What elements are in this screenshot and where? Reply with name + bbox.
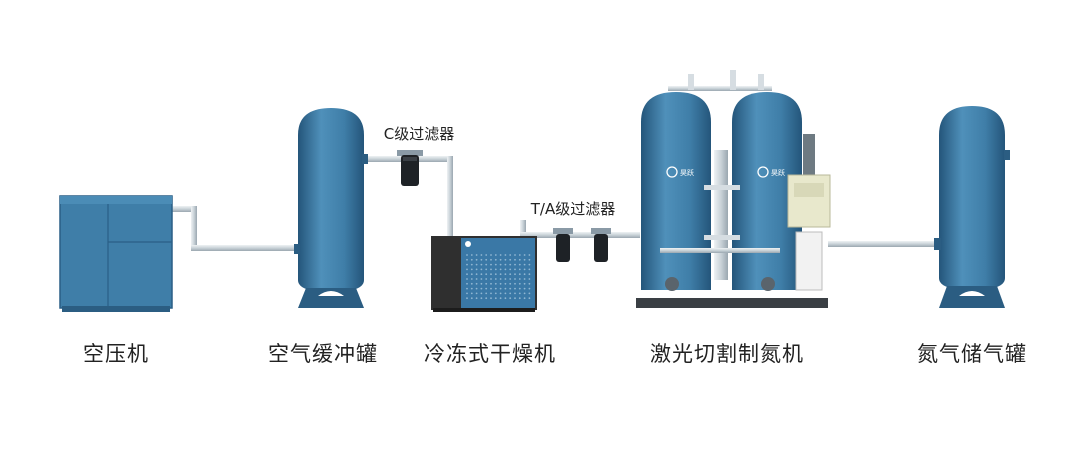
dryer-logo-icon (465, 241, 471, 247)
pipe-segment (828, 241, 936, 247)
tower-logo-right: 昊跃 (757, 166, 785, 178)
pipe-segment (191, 245, 294, 251)
pipe-segment (520, 232, 640, 238)
nitrogen-generator-unit: 昊跃 昊跃 (636, 70, 831, 308)
label-refrigerated-dryer: 冷冻式干燥机 (424, 342, 556, 366)
air-compressor-unit (59, 195, 173, 312)
c-filter-label: C级过滤器 (383, 125, 455, 143)
c-filter-unit (397, 150, 423, 186)
label-air-buffer-tank: 空气缓冲罐 (268, 342, 378, 366)
t-filter-body (556, 234, 570, 262)
label-air-compressor: 空压机 (83, 342, 149, 366)
storage-tank-skirt (939, 286, 1005, 308)
storage-tank-body (939, 106, 1005, 290)
adsorption-tower-right (732, 92, 802, 290)
buffer-tank-body (298, 108, 364, 292)
pipe-segment (172, 206, 196, 212)
nitrogen-storage-tank-unit (934, 106, 1010, 308)
ta-filters-unit (553, 228, 611, 262)
dryer-panel (461, 238, 535, 308)
generator-skid (636, 298, 828, 308)
svg-text:昊跃: 昊跃 (680, 168, 694, 177)
adsorption-tower-left (641, 92, 711, 290)
buffer-tank-skirt (298, 288, 364, 308)
a-filter-body (594, 234, 608, 262)
pipe-segment (520, 220, 526, 236)
control-cabinet (787, 174, 831, 228)
ta-filter-label: T/A级过滤器 (530, 200, 616, 218)
pipe-segment (447, 156, 453, 236)
svg-text:昊跃: 昊跃 (771, 168, 785, 177)
label-nitrogen-storage-tank: 氮气储气罐 (917, 342, 1027, 366)
compressor-body (60, 196, 172, 308)
tower-logo-left: 昊跃 (666, 166, 694, 178)
dryer-vent-grid (466, 254, 531, 300)
air-buffer-tank-unit (294, 108, 368, 308)
brand-logo-icon (757, 166, 769, 178)
label-nitrogen-generator: 激光切割制氮机 (650, 342, 804, 366)
brand-logo-icon (666, 166, 678, 178)
refrigerated-dryer-unit (431, 236, 537, 312)
pipe-segment (191, 206, 197, 250)
c-filter-body (401, 155, 419, 186)
